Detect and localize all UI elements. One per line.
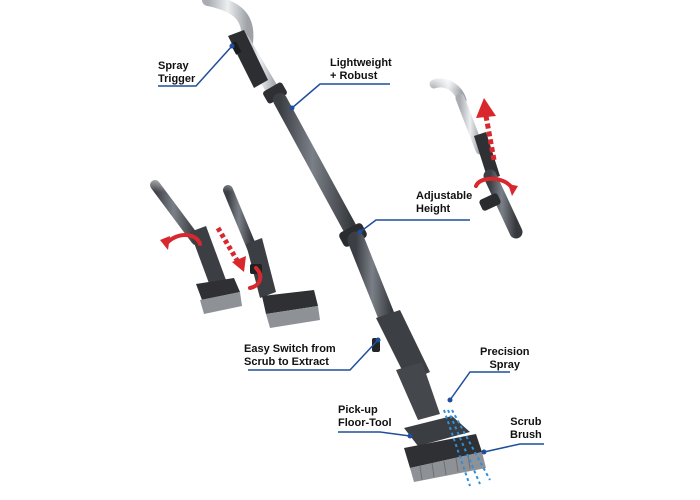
callout-line: Easy Switch from [244, 343, 336, 355]
upper-dark-tube [273, 93, 359, 239]
callout-lightweight-robust: Lightweight + Robust [330, 57, 392, 83]
callout-line: Floor-Tool [338, 417, 392, 429]
callout-line: Height [416, 203, 451, 215]
upper-collar [263, 82, 287, 104]
callout-precision-spray: Precision Spray [480, 346, 530, 372]
callout-easy-switch: Easy Switch from Scrub to Extract [244, 343, 336, 369]
neck-housing [396, 362, 440, 420]
callout-line: Lightweight [330, 57, 392, 69]
callout-scrub-brush: Scrub Brush [510, 416, 542, 442]
callout-line: Trigger [158, 73, 196, 85]
down-arrow [215, 226, 241, 264]
callout-line: Adjustable [416, 190, 473, 202]
callout-pickup-floor-tool: Pick-up Floor-Tool [338, 404, 392, 430]
spray-trigger-body [228, 30, 268, 88]
main-wand [202, 0, 491, 487]
callout-line: Precision [480, 346, 530, 358]
callout-adjustable-height: Adjustable Height [416, 190, 472, 216]
callout-line: Scrub to Extract [244, 356, 329, 368]
scrub-brush-head [404, 434, 482, 468]
precision-spray-jets [443, 409, 491, 487]
callout-line: + Robust [330, 70, 378, 82]
callout-line: Spray [158, 60, 189, 72]
callout-line: Spray [489, 359, 521, 371]
switch-inset [150, 180, 320, 328]
callout-spray-trigger: Spray Trigger [158, 60, 195, 86]
callout-line: Scrub [510, 416, 542, 428]
callout-line: Brush [510, 429, 542, 441]
callout-line: Pick-up [338, 404, 378, 416]
leader-lines [158, 45, 544, 453]
scrub-brush-bristles [410, 452, 486, 482]
